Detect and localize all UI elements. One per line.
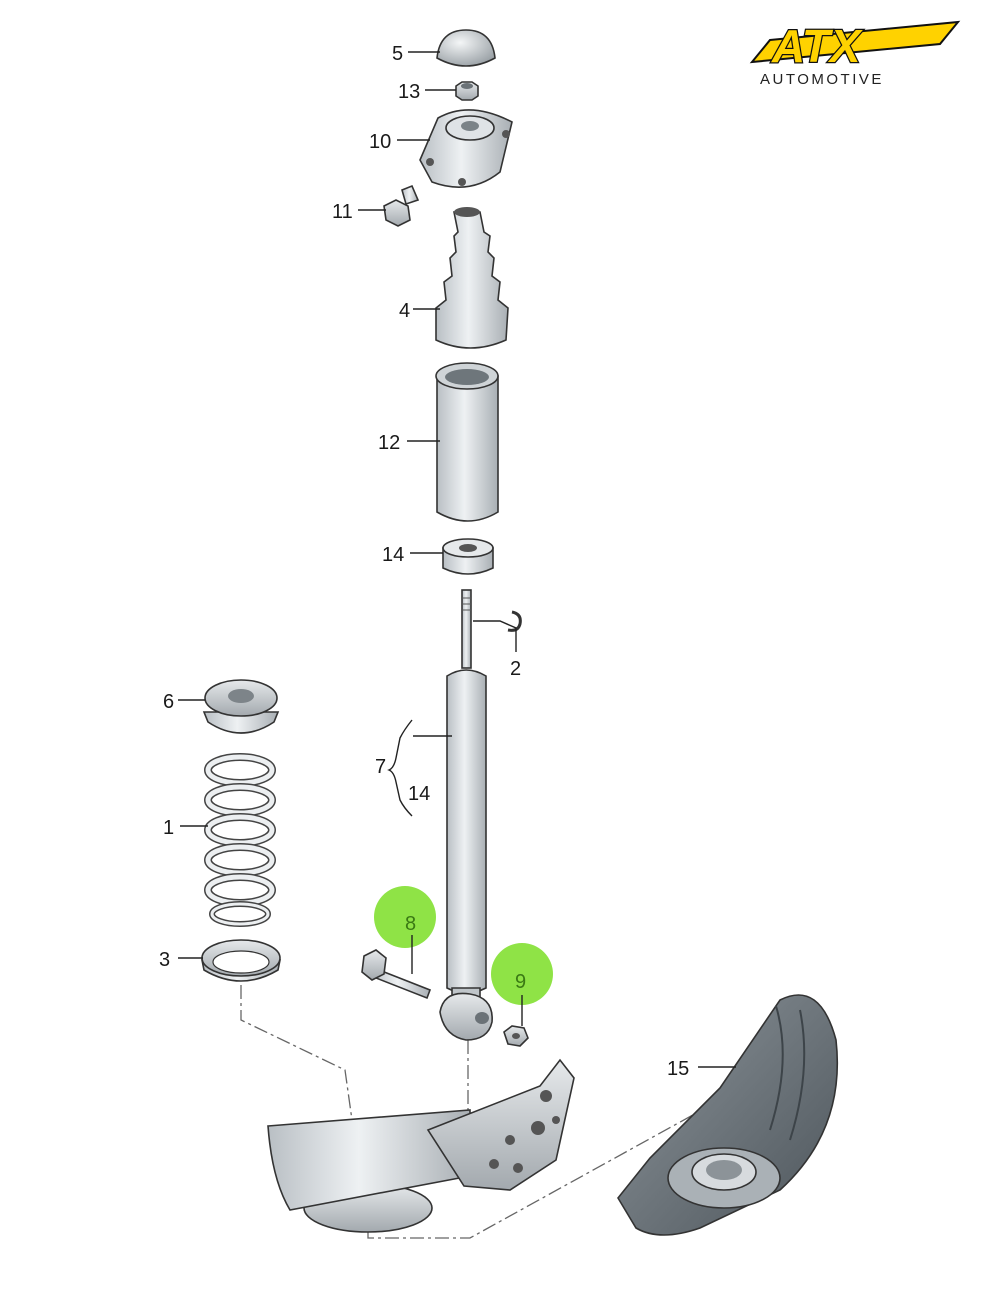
highlight-circle-8 xyxy=(374,886,436,948)
part-circlip xyxy=(507,610,522,632)
callout-5: 5 xyxy=(392,43,403,65)
callout-3: 3 xyxy=(159,949,170,971)
callout-9: 9 xyxy=(515,971,526,993)
part-lower-bolt xyxy=(361,949,432,1000)
callout-labels: 5 13 10 11 4 12 14 2 6 7 14 1 8 3 9 15 xyxy=(159,43,689,1080)
part-strut-mount xyxy=(419,109,513,188)
part-underbody-guard xyxy=(617,994,839,1236)
highlight-circle-9 xyxy=(491,943,553,1005)
callout-2: 2 xyxy=(510,658,521,680)
logo-swoosh xyxy=(749,20,961,64)
part-shock-absorber xyxy=(439,589,493,1041)
callout-11: 11 xyxy=(332,201,353,223)
highlight-markers xyxy=(374,886,553,1005)
logo-subtitle: AUTOMOTIVE xyxy=(760,71,884,88)
part-dust-tube xyxy=(435,362,499,522)
part-mount-bolt xyxy=(383,184,420,227)
callout-4: 4 xyxy=(399,300,410,322)
callout-6: 6 xyxy=(163,691,174,713)
assembly-lines xyxy=(240,985,721,1239)
leader-lines xyxy=(178,51,736,1068)
part-spring-pad xyxy=(201,939,281,982)
callout-14-shock: 14 xyxy=(408,783,430,805)
axle-beam xyxy=(267,1058,575,1233)
callout-12: 12 xyxy=(378,432,400,454)
callout-14-spacer: 14 xyxy=(382,544,404,566)
part-lower-nut xyxy=(503,1025,529,1047)
part-coil-spring xyxy=(204,753,276,927)
part-spring-seat xyxy=(202,679,280,734)
callout-8: 8 xyxy=(405,913,416,935)
callout-10: 10 xyxy=(369,131,391,153)
callout-7: 7 xyxy=(375,756,386,778)
part-bump-stop xyxy=(435,207,509,349)
part-cap xyxy=(436,29,496,67)
part-top-nut xyxy=(455,81,479,101)
callout-1: 1 xyxy=(163,817,174,839)
part-spacer xyxy=(442,538,494,575)
callout-15: 15 xyxy=(667,1058,689,1080)
logo-brand: ATX xyxy=(771,20,863,72)
atx-logo: ATX AUTOMOTIVE xyxy=(749,19,961,88)
callout-13: 13 xyxy=(398,81,420,103)
